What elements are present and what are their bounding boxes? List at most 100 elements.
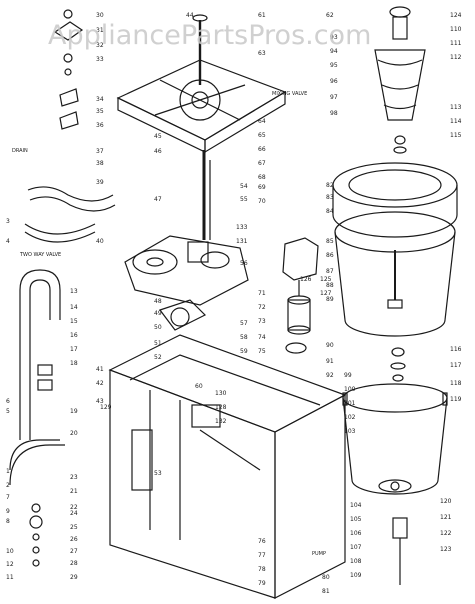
callout-76: 76 [258,538,266,545]
callout-68: 68 [258,174,266,181]
left-fasteners [29,9,84,567]
callout-36: 36 [96,122,104,129]
callout-52: 52 [154,354,162,361]
callout-99: 99 [344,372,352,379]
callout-5: 5 [6,408,10,415]
callout-74: 74 [258,334,266,341]
callout-89: 89 [326,296,334,303]
callout-7: 7 [6,494,10,501]
callout-111: 111 [450,40,462,47]
callout-72: 72 [258,304,266,311]
callout-51: 51 [154,340,162,347]
callout-18: 18 [70,360,78,367]
callout-49: 49 [154,310,162,317]
callout-26: 26 [70,536,78,543]
callout-84: 84 [326,208,334,215]
callout-38: 38 [96,160,104,167]
callout-50: 50 [154,324,162,331]
callout-98: 98 [330,110,338,117]
callout-21: 21 [70,488,78,495]
callout-46: 46 [154,148,162,155]
callout-42: 42 [96,380,104,387]
callout-113: 113 [450,104,462,111]
callout-108: 108 [350,558,362,565]
callout-19: 19 [70,408,78,415]
callout-112: 112 [450,54,462,61]
callout-27: 27 [70,548,78,555]
callout-78: 78 [258,566,266,573]
callout-75: 75 [258,348,266,355]
callout-53: 53 [154,470,162,477]
callout-14: 14 [70,304,78,311]
transmission-assembly [124,150,249,331]
callout-86: 86 [326,252,334,259]
callout-13: 13 [70,288,78,295]
callout-122: 122 [440,530,452,537]
callout-28: 28 [70,560,78,567]
callout-96: 96 [330,78,338,85]
callout-114: 114 [450,118,462,125]
callout-33: 33 [96,56,104,63]
callout-4: 4 [6,238,10,245]
callout-128: 128 [215,404,227,411]
callout-6: 6 [6,398,10,405]
callout-85: 85 [326,238,334,245]
spin-basket [334,211,456,337]
callout-123: 123 [440,546,452,553]
callout-15: 15 [70,318,78,325]
callout-10: 10 [6,548,14,555]
callout-67: 67 [258,160,266,167]
callout-31: 31 [96,27,104,34]
callout-64: 64 [258,118,266,125]
callout-102: 102 [344,414,356,421]
callout-65: 65 [258,132,266,139]
callout-131: 131 [236,238,248,245]
pump-label: PUMP [312,551,326,557]
callout-47: 47 [154,196,162,203]
callout-117: 117 [450,362,462,369]
callout-61: 61 [258,12,266,19]
hoses [9,186,116,486]
callout-110: 110 [450,26,462,33]
callout-90: 90 [326,342,334,349]
callout-16: 16 [70,332,78,339]
cabinet [108,334,347,599]
callout-62: 62 [326,12,334,19]
watermark: AppliancePartsPros.com [48,20,371,51]
callout-118: 118 [450,380,462,387]
callout-94: 94 [330,48,338,55]
callout-92: 92 [326,372,334,379]
drain-label: DRAIN [12,148,28,154]
mixing-valve-label: MIXING VALVE [272,91,307,97]
drive-base-plate [116,14,287,154]
callout-24: 24 [70,510,78,517]
hub-parts [390,347,408,585]
callout-8: 8 [6,518,10,525]
callout-105: 105 [350,516,362,523]
callout-133: 133 [236,224,248,231]
callout-73: 73 [258,318,266,325]
callout-37: 37 [96,148,104,155]
callout-58: 58 [240,334,248,341]
callout-55: 55 [240,196,248,203]
callout-29: 29 [70,574,78,581]
callout-54: 54 [240,183,248,190]
callout-77: 77 [258,552,266,559]
callout-59: 59 [240,348,248,355]
callout-130: 130 [215,390,227,397]
callout-44: 44 [186,12,194,19]
callout-80: 80 [322,574,330,581]
callout-121: 121 [440,514,452,521]
callout-3: 3 [6,218,10,225]
callout-43: 43 [96,398,104,405]
motor-assembly [282,237,319,354]
callout-88: 88 [326,282,334,289]
callout-83: 83 [326,194,334,201]
callout-9: 9 [6,508,10,515]
callout-101: 101 [344,400,356,407]
callout-71: 71 [258,290,266,297]
callout-22: 22 [70,504,78,511]
callout-34: 34 [96,96,104,103]
